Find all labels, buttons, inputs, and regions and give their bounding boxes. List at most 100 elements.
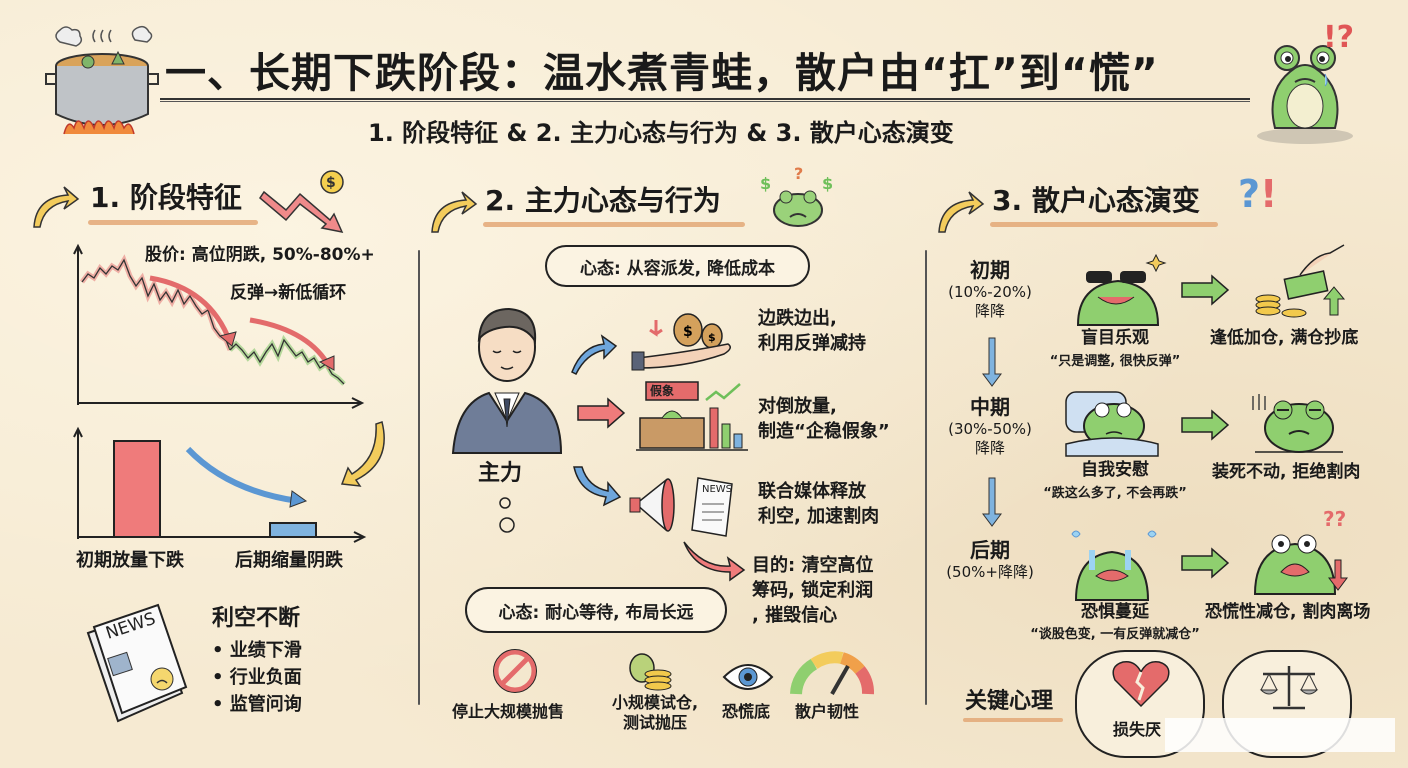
- zigzag-down-arrow-icon: $: [259, 170, 352, 234]
- section1-title: 1. 阶段特征: [90, 181, 242, 214]
- frog-money-icon: $? $: [758, 164, 838, 234]
- stage-early-suffix: 降降: [974, 301, 1005, 320]
- news-heading: 利空不断: [212, 606, 301, 631]
- price-note-line1: 股价: 高位阴跌, 50%-80%+: [145, 245, 375, 265]
- news-item: • 监管问询: [212, 694, 302, 715]
- yellow-curved-arrow-icon: [340, 420, 390, 494]
- title-underline: [160, 98, 1250, 102]
- action-2-line2: 制造“企稳假象”: [758, 421, 890, 442]
- megaphone-news-icon: NEWS: [628, 470, 738, 544]
- column-divider-1: [418, 250, 420, 705]
- volume-label-right: 后期缩量阴跌: [235, 550, 343, 571]
- svg-text:??: ??: [1323, 507, 1346, 531]
- money-bag-coins-icon: [626, 648, 676, 697]
- green-arrow-right-icon: [1180, 274, 1230, 309]
- news-item: • 业绩下滑: [212, 640, 302, 661]
- mood-late: 恐惧蔓延: [1081, 602, 1149, 622]
- question-exclaim-icon: ?!: [1238, 172, 1278, 216]
- svg-text:NEWS: NEWS: [702, 484, 732, 495]
- price-note-line2: 反弹→新低循环: [230, 283, 347, 303]
- crying-frog-icon: [1062, 520, 1162, 604]
- bottom-label-test-position: 小规模试仓, 测试抛压: [600, 693, 710, 733]
- arrow-down-right-icon: [570, 465, 625, 514]
- boiling-pot-icon: [40, 22, 160, 152]
- action-3-line1: 联合媒体释放: [758, 481, 866, 502]
- watermark-overlay: [1165, 718, 1395, 752]
- key-psych-underline: [963, 718, 1063, 722]
- stage-mid-suffix: 降降: [974, 438, 1005, 457]
- svg-text:$: $: [822, 174, 833, 193]
- action-mid: 装死不动, 拒绝割肉: [1212, 462, 1361, 482]
- mood-early: 盲目乐观: [1081, 328, 1149, 348]
- thought-bubbles: [495, 495, 535, 559]
- newspaper-sad-icon: NEWS: [82, 603, 192, 727]
- mood-mid: 自我安慰: [1081, 460, 1149, 480]
- hand-money-bags-icon: $ $: [631, 300, 742, 374]
- thought-cloud-bottom: 心态: 耐心等待, 布局长远: [465, 587, 727, 633]
- section3-title: 3. 散户心态演变: [992, 184, 1200, 217]
- bottom-label-retail-resilience: 散户韧性: [795, 702, 860, 721]
- exclaim-question-marks: !?: [1323, 20, 1355, 55]
- arrow-up-right-icon: [568, 332, 623, 381]
- stage-late-name: 后期: [970, 538, 1010, 562]
- svg-text:$: $: [326, 175, 336, 191]
- stage-mid-range: (30%-50%): [948, 420, 1032, 438]
- stage-early-name: 初期: [970, 258, 1010, 282]
- quote-mid: “跌这么多了, 不会再跌”: [1043, 486, 1187, 501]
- stage-late-range: (50%+降降): [946, 563, 1034, 581]
- action-1-line1: 边跌边出,: [758, 308, 837, 329]
- curved-arrow-icon: [935, 190, 985, 239]
- action-3-line2: 利空, 加速割肉: [758, 506, 880, 527]
- actor-label: 主力: [478, 461, 523, 486]
- section2-underline: [483, 222, 745, 227]
- worried-frog-icon: !?: [1245, 20, 1365, 148]
- action-late: 恐慌性减仓, 割肉离场: [1205, 602, 1371, 622]
- section1-underline: [88, 220, 258, 225]
- stage-early: 初期 (10%-20%) 降降: [940, 258, 1040, 321]
- panicked-frog-icon: ??: [1245, 507, 1355, 599]
- goal-line2: 筹码, 锁定利润: [752, 580, 874, 601]
- cool-frog-icon: [1068, 245, 1168, 329]
- bed-frog-icon: [1062, 388, 1162, 462]
- fake-stall-chart-icon: 假象: [636, 378, 748, 453]
- page-title: 一、长期下跌阶段：温水煮青蛙，散户由“扛”到“慌”: [165, 49, 1159, 97]
- curved-arrow-icon: [30, 185, 80, 234]
- key-item-loss-aversion: 损失厌: [1113, 720, 1162, 739]
- green-arrow-right-icon: [1180, 409, 1230, 444]
- section2-title: 2. 主力心态与行为: [485, 184, 721, 217]
- down-arrow-icon: [982, 337, 1002, 392]
- arrow-right-icon: [576, 397, 626, 432]
- price-trend-chart: [70, 240, 370, 410]
- quote-late: “谈股色变, 一有反弹就减仓”: [1030, 627, 1200, 642]
- svg-text:$: $: [708, 331, 716, 344]
- green-arrow-right-icon: [1180, 547, 1230, 582]
- news-item: • 行业负面: [212, 667, 302, 688]
- goal-line3: , 摧毁信心: [752, 605, 838, 626]
- sweating-frog-icon: [1245, 388, 1345, 462]
- eye-icon: [722, 660, 774, 698]
- down-arrow-icon: [982, 477, 1002, 532]
- scales-icon: [1259, 666, 1319, 710]
- svg-text:$: $: [760, 174, 771, 193]
- page-subtitle: 1. 阶段特征 & 2. 主力心态与行为 & 3. 散户心态演变: [368, 119, 954, 147]
- gauge-icon: [790, 650, 874, 704]
- action-1-line2: 利用反弹减持: [758, 333, 866, 354]
- thought-top-text: 心态: 从容派发, 降低成本: [579, 258, 776, 279]
- stage-mid: 中期 (30%-50%) 降降: [940, 395, 1040, 458]
- volume-chart: [70, 425, 370, 545]
- thought-bottom-text: 心态: 耐心等待, 布局长远: [498, 602, 694, 623]
- broken-heart-icon: [1112, 660, 1170, 708]
- action-early: 逢低加仓, 满仓抄底: [1210, 328, 1359, 348]
- stage-late: 后期 (50%+降降): [940, 538, 1040, 582]
- curved-arrow-icon: [428, 190, 478, 239]
- section3-underline: [990, 222, 1218, 227]
- column-divider-2: [925, 250, 927, 705]
- volume-label-left: 初期放量下跌: [76, 550, 184, 571]
- bottom-label-stop-selling: 停止大规模抛售: [452, 702, 565, 721]
- bottom-label-test-line2: 测试抛压: [622, 713, 687, 732]
- bottom-label-panic-bottom: 恐慌底: [722, 702, 771, 721]
- businessman-icon: [445, 295, 570, 459]
- bottom-label-test-line1: 小规模试仓,: [611, 693, 699, 712]
- thought-cloud-top: 心态: 从容派发, 降低成本: [545, 245, 810, 287]
- svg-text:?: ?: [794, 164, 803, 183]
